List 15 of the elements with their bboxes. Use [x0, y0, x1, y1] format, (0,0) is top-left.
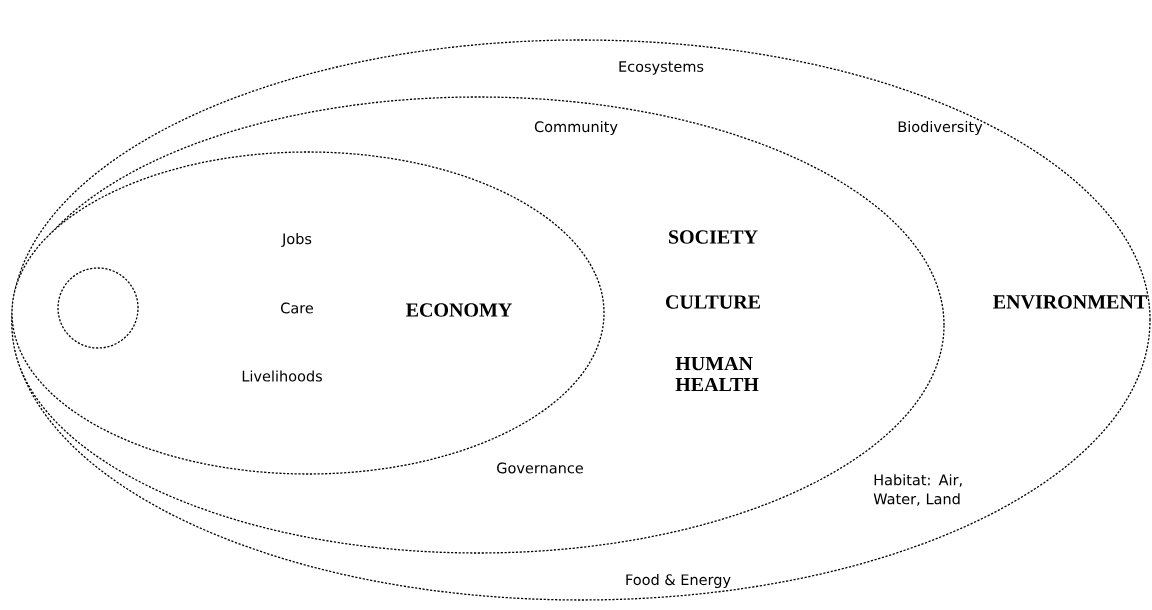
item-label: Ecosystems [619, 61, 704, 75]
item-label: Biodiversity [898, 120, 983, 135]
heading: ECONOMY [406, 303, 512, 317]
circle [57, 267, 139, 349]
heading: ENVIRONMENT [993, 295, 1147, 309]
item-label: Habitat: Air, Water, Land [873, 474, 962, 506]
item-label: Care [281, 302, 314, 314]
item-label: Governance [497, 462, 583, 474]
heading: HUMAN HEALTH [675, 356, 759, 392]
item-label: Jobs [281, 233, 312, 247]
item-label: Community [534, 120, 618, 135]
heading: SOCIETY [669, 230, 758, 244]
heading: CULTURE [666, 295, 760, 309]
item-label: Livelihoods [242, 370, 322, 382]
item-label: Food & Energy [626, 573, 731, 588]
